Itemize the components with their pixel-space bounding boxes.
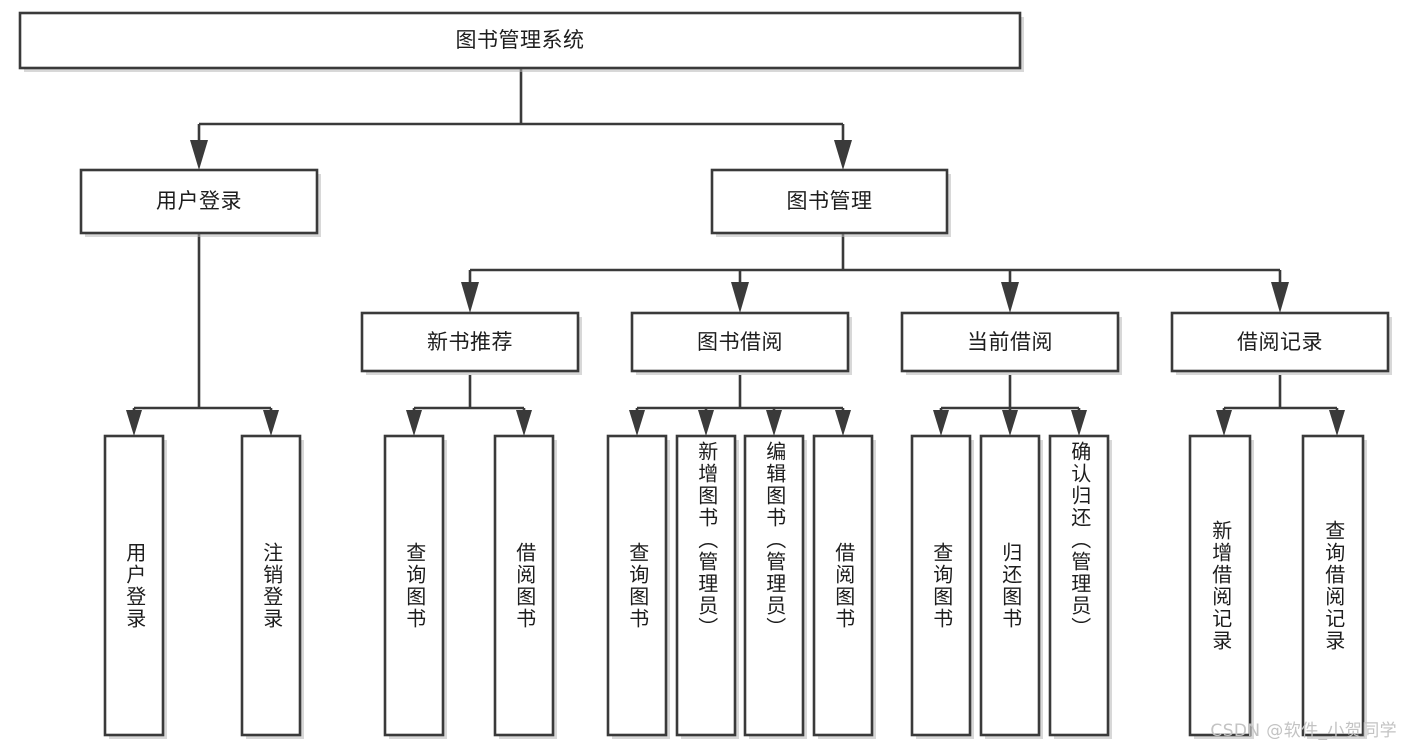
book-borrow-box-shape <box>630 311 850 373</box>
arrow-head-book-borrow <box>731 282 749 313</box>
watermark: CSDN @软件_小贺同学 <box>1210 721 1397 741</box>
node-shape-layer <box>18 11 1392 739</box>
arrow-head-current-borrow <box>1001 282 1019 313</box>
leaf-13-shape <box>1301 434 1365 737</box>
arrow-head-leaf-add-record <box>1216 410 1232 436</box>
borrow-record-box-shape <box>1170 311 1390 373</box>
leaf-12-shape <box>1188 434 1252 737</box>
arrow-head-leaf-borrow-book-1 <box>516 410 532 436</box>
arrow-head-new-book-rec <box>461 282 479 313</box>
arrow-head-leaf-logout <box>263 410 279 436</box>
leaf-10-shape <box>979 434 1041 737</box>
root-box-shape <box>18 11 1022 70</box>
leaf-4-shape <box>493 434 555 737</box>
arrow-head-leaf-return-book <box>1002 410 1018 436</box>
arrow-head-leaf-query-book-3 <box>933 410 949 436</box>
leaf-5-shape <box>606 434 668 737</box>
arrow-head-leaf-add-book <box>698 410 714 436</box>
arrow-head-leaf-confirm-return <box>1071 410 1087 436</box>
arrow-head-leaf-user-login <box>126 410 142 436</box>
leaf-9-shape <box>910 434 972 737</box>
leaf-1-shape <box>103 434 165 737</box>
arrow-head-leaf-edit-book <box>766 410 782 436</box>
arrow-head-leaf-query-record <box>1329 410 1345 436</box>
leaf-6-shape <box>675 434 737 737</box>
arrow-head-leaf-query-book-1 <box>406 410 422 436</box>
arrow-head-leaf-query-book-2 <box>629 410 645 436</box>
connector-layer <box>126 68 1345 436</box>
arrow-head-user-login <box>190 140 208 170</box>
new-book-rec-box-shape <box>360 311 580 373</box>
book-mgmt-box-shape <box>710 168 949 235</box>
leaf-11-shape <box>1048 434 1110 737</box>
leaf-2-shape <box>240 434 302 737</box>
arrow-head-borrow-record <box>1271 282 1289 313</box>
arrow-head-book-mgmt <box>834 140 852 170</box>
arrow-head-leaf-borrow-book-2 <box>835 410 851 436</box>
leaf-8-shape <box>812 434 874 737</box>
current-borrow-box-shape <box>900 311 1120 373</box>
leaf-7-shape <box>743 434 805 737</box>
leaf-3-shape <box>383 434 445 737</box>
user-login-box-shape <box>79 168 319 235</box>
